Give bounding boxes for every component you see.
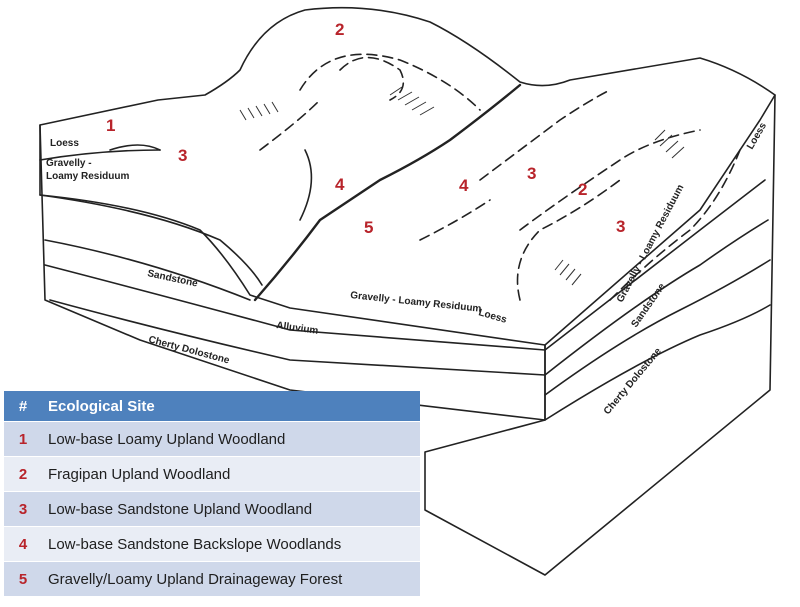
label-loess-left: Loess bbox=[50, 138, 79, 149]
landscape-surface-outline bbox=[39, 6, 776, 346]
legend-row-name: Fragipan Upland Woodland bbox=[42, 456, 420, 492]
label-gravelly-front: Gravelly - Loamy Residuum bbox=[350, 290, 482, 315]
site-marker-2: 2 bbox=[578, 180, 587, 199]
ecological-site-legend: # Ecological Site 1 Low-base Loamy Uplan… bbox=[4, 391, 420, 596]
legend-row-number: 5 bbox=[4, 561, 42, 596]
legend-header-row: # Ecological Site bbox=[4, 391, 420, 422]
label-gravelly-left-2: Loamy Residuum bbox=[46, 171, 129, 182]
legend-header-number: # bbox=[4, 391, 42, 422]
legend-row: 4 Low-base Sandstone Backslope Woodlands bbox=[4, 526, 420, 562]
site-marker-2: 2 bbox=[335, 20, 344, 39]
site-marker-4: 4 bbox=[335, 175, 345, 194]
site-marker-3: 3 bbox=[527, 164, 536, 183]
site-marker-3: 3 bbox=[178, 146, 187, 165]
legend-row-name: Low-base Sandstone Upland Woodland bbox=[42, 491, 420, 527]
label-loess-front: Loess bbox=[477, 307, 508, 326]
legend-row: 1 Low-base Loamy Upland Woodland bbox=[4, 421, 420, 457]
legend-row: 5 Gravelly/Loamy Upland Drainageway Fore… bbox=[4, 561, 420, 596]
site-marker-3: 3 bbox=[616, 217, 625, 236]
legend-row-name: Gravelly/Loamy Upland Drainageway Forest bbox=[42, 561, 420, 596]
legend-row-number: 1 bbox=[4, 421, 42, 457]
legend-row: 3 Low-base Sandstone Upland Woodland bbox=[4, 491, 420, 527]
legend-row-number: 2 bbox=[4, 456, 42, 492]
label-gravelly-right: Gravelly - Loamy Residuum bbox=[615, 183, 687, 305]
label-cherty-left: Cherty Dolostone bbox=[147, 334, 231, 366]
left-face-outline bbox=[39, 124, 546, 421]
site-marker-5: 5 bbox=[364, 218, 373, 237]
legend-row-name: Low-base Sandstone Backslope Woodlands bbox=[42, 526, 420, 562]
label-alluvium: Alluvium bbox=[276, 320, 319, 337]
legend-header-site: Ecological Site bbox=[42, 391, 420, 422]
label-gravelly-left: Gravelly - bbox=[46, 158, 92, 169]
site-marker-4: 4 bbox=[459, 176, 469, 195]
legend-row: 2 Fragipan Upland Woodland bbox=[4, 456, 420, 492]
label-sandstone-left: Sandstone bbox=[146, 268, 199, 289]
label-sandstone-right: Sandstone bbox=[629, 281, 668, 330]
label-cherty-right: Cherty Dolostone bbox=[602, 346, 664, 417]
site-marker-1: 1 bbox=[106, 116, 115, 135]
legend-row-number: 3 bbox=[4, 491, 42, 527]
legend-row-name: Low-base Loamy Upland Woodland bbox=[42, 421, 420, 457]
legend-row-number: 4 bbox=[4, 526, 42, 562]
